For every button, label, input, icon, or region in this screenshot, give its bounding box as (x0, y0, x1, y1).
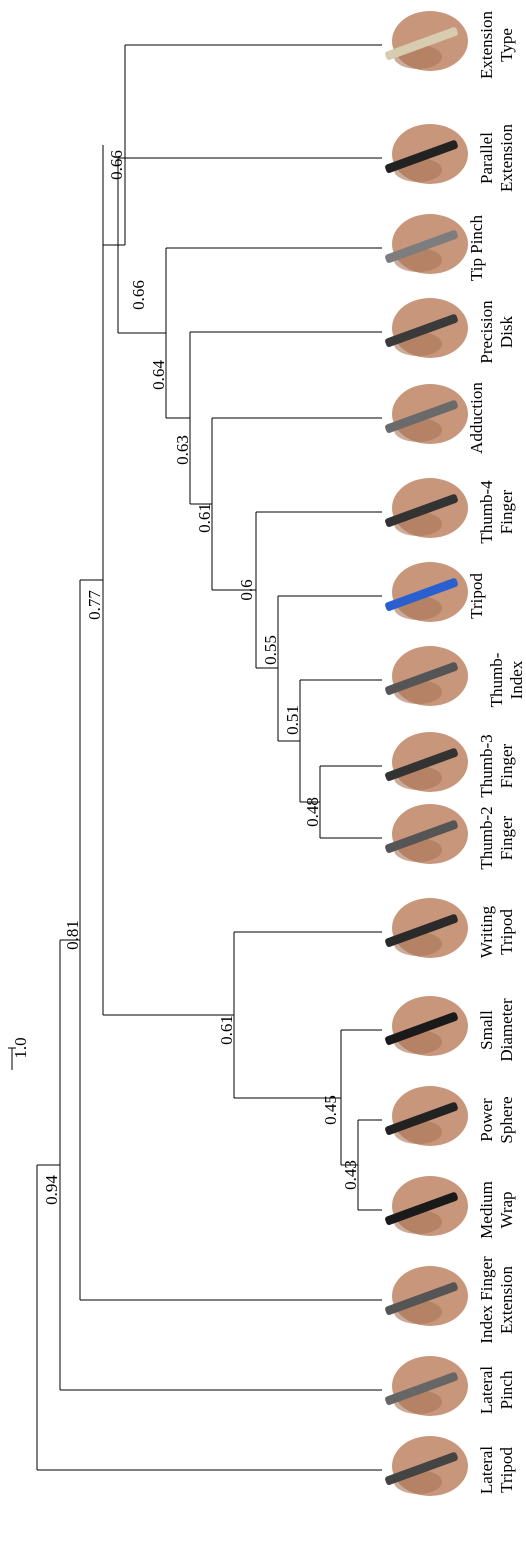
leaf-label-tripod: Tripod (467, 573, 486, 619)
similarity-label: 0.81 (63, 920, 82, 950)
leaf-label-thumb-2-finger: Thumb-2Finger (477, 806, 516, 869)
similarity-label: 0.63 (173, 435, 192, 465)
leaf-label-tip-pinch: Tip Pinch (467, 215, 486, 281)
similarity-label: 0.48 (303, 797, 322, 827)
grasp-photo-thumb-index-finger (384, 638, 468, 722)
grasp-photo-adduction (384, 376, 468, 460)
grasp-photo-power-sphere (384, 1078, 468, 1162)
leaf-label-thumb-4-finger: Thumb-4Finger (477, 480, 516, 544)
grasp-photo-lateral-tripod (384, 1428, 468, 1512)
grasp-photo-lateral-pinch (384, 1348, 468, 1432)
grasp-photo-extension-type (384, 3, 468, 87)
leaf-label-lateral-tripod: LateralTripod (477, 1446, 516, 1494)
leaf-label-lateral-pinch: LateralPinch (477, 1366, 516, 1414)
leaf-label-precision-disk: PrecisionDisk (477, 300, 516, 364)
grasp-photo-small-diameter (384, 988, 468, 1072)
similarity-label: 0.61 (217, 1015, 236, 1045)
grasp-photo-parallel-extension (384, 116, 468, 200)
leaf-label-index-finger-extension: Index FingerExtension (477, 1256, 516, 1344)
grasp-photo-thumb-4-finger (384, 470, 468, 554)
leaf-label-medium-wrap: MediumWrap (477, 1181, 516, 1239)
leaf-label-small-diameter: SmallDiameter (477, 998, 516, 1062)
similarity-label: 0.6 (237, 579, 256, 600)
similarity-label: 0.94 (42, 1175, 61, 1205)
grasp-photo-tip-pinch (384, 206, 468, 290)
grasp-photo-medium-wrap (384, 1168, 468, 1252)
leaf-label-thumb-3-finger: Thumb-3Finger (477, 734, 516, 797)
grasp-photo-thumb-2-finger (384, 796, 468, 880)
similarity-label: 0.66 (129, 280, 148, 310)
similarity-label: 0.61 (195, 503, 214, 533)
grasp-photo-precision-disk (384, 290, 468, 374)
grasp-photo-thumb-3-finger (384, 724, 468, 808)
similarity-label: 0.64 (149, 360, 168, 390)
similarity-label: 0.43 (341, 1160, 360, 1190)
leaf-label-writing-tripod: WritingTripod (477, 905, 516, 958)
leaf-label-power-sphere: PowerSphere (477, 1096, 516, 1143)
grasp-photo-tripod (384, 554, 468, 638)
leaf-label-extension-type: ExtensionType (477, 11, 516, 79)
scale-label: 1.0 (11, 1037, 30, 1058)
similarity-label: 0.51 (283, 705, 302, 735)
similarity-label: 0.66 (107, 150, 126, 180)
leaf-label-adduction: Adduction (467, 382, 486, 454)
leaf-label-parallel-extension: ParallelExtension (477, 124, 516, 192)
grasp-photo-writing-tripod (384, 890, 468, 974)
similarity-label: 0.55 (261, 635, 280, 665)
similarity-label: 0.45 (321, 1095, 340, 1125)
grasp-photo-index-finger-extension (384, 1258, 468, 1342)
similarity-label: 0.77 (85, 590, 104, 620)
